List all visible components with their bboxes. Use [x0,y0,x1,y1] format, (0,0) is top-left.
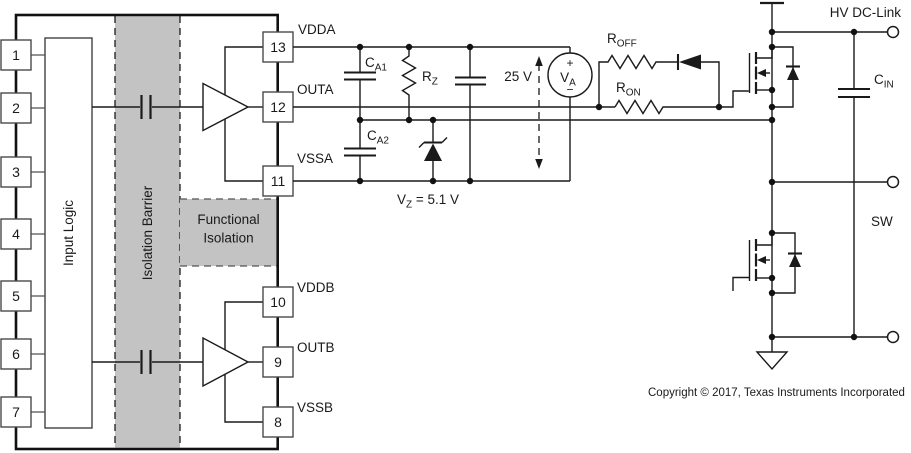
terminal-hv-dc-link [886,25,900,39]
pin-4: 4 [0,218,45,250]
ron-label: RON [616,80,641,99]
pin-9: 9 [262,346,294,378]
terminal-ground [886,330,900,344]
pin-2: 2 [0,92,45,124]
va-source-label: VA [560,70,576,89]
capacitor-ca2-icon [344,120,376,181]
copyright-notice: Copyright © 2017, Texas Instruments Inco… [648,387,905,399]
junction-dots [356,28,858,341]
svg-text:5: 5 [12,288,20,304]
ca1-label: CA1 [365,55,387,74]
mosfet-low-gate-stub [732,276,750,291]
channel-a-internal [92,46,263,182]
pin-3: 3 [0,156,45,188]
sw-label: SW [871,214,893,229]
pin-10: 10 [262,286,294,318]
cin-label: CIN [874,72,894,91]
pin-5: 5 [0,280,45,312]
pin-11: 11 [262,165,294,197]
hv-dc-link-label: HV DC-Link [830,5,902,20]
input-logic-block: Input Logic [44,37,93,429]
ca2-label: CA2 [367,128,389,147]
zener-value-label: VZ = 5.1 V [397,192,459,211]
rz-label: RZ [422,69,438,88]
pin-1: 1 [0,39,45,71]
pin-13: 13 [262,31,294,63]
mosfet-low-side-icon [732,232,802,294]
pin-7: 7 [0,396,45,428]
vssa-label: VSSA [297,151,333,166]
resistor-rz-icon [401,47,417,120]
functional-isolation-label-line2: Isolation [203,231,253,246]
svg-text:7: 7 [12,404,20,420]
va-minus-sign: − [566,83,573,97]
svg-text:11: 11 [271,173,286,189]
roff-diode-icon [676,54,720,107]
bypass-capacitor-icon [455,47,486,181]
svg-text:10: 10 [270,294,286,310]
terminal-sw [886,175,900,189]
svg-text:3: 3 [12,164,20,180]
isolation-barrier-label: Isolation Barrier [140,185,155,280]
va-plus-sign: + [566,56,573,70]
channel-b-internal [92,301,263,423]
capacitor-cin-icon [838,32,870,337]
roff-label: ROFF [607,31,637,50]
vdda-label: VDDA [298,22,336,37]
pin-6: 6 [0,338,45,370]
functional-isolation-region: Functional Isolation [180,198,277,267]
gate-drive-network [598,54,749,115]
mosfet-high-body-diode-icon [772,46,800,108]
va-voltage-source: + VA − [547,47,593,181]
outb-label: OUTB [297,340,335,355]
input-logic-label: Input Logic [61,200,76,266]
pin-12: 12 [262,91,294,123]
resistor-ron-icon [614,99,719,115]
zener-diode-icon [418,120,448,181]
svg-text:6: 6 [12,346,20,362]
isolation-barrier-band [114,16,181,448]
outa-label: OUTA [297,82,334,97]
pin-8: 8 [262,406,294,438]
svg-text:4: 4 [12,226,20,242]
vddb-label: VDDB [297,280,335,295]
svg-text:1: 1 [12,47,20,63]
svg-text:8: 8 [274,414,282,430]
bias-network: + VA − [293,46,772,182]
supply-voltage-label: 25 V [504,69,532,84]
vssb-label: VSSB [297,400,333,415]
power-stage [732,1,900,371]
mosfet-high-side-icon [748,46,800,108]
buffer-a-icon [202,82,250,132]
svg-text:13: 13 [270,39,286,55]
svg-text:9: 9 [274,354,282,370]
svg-text:2: 2 [12,100,20,116]
capacitor-ca1-icon [344,47,376,120]
resistor-roff-icon [598,54,678,107]
functional-isolation-label-line1: Functional [197,212,259,227]
supply-voltage-arrow-icon [535,56,543,169]
svg-text:12: 12 [270,99,286,115]
mosfet-low-body-diode-icon [772,232,802,294]
